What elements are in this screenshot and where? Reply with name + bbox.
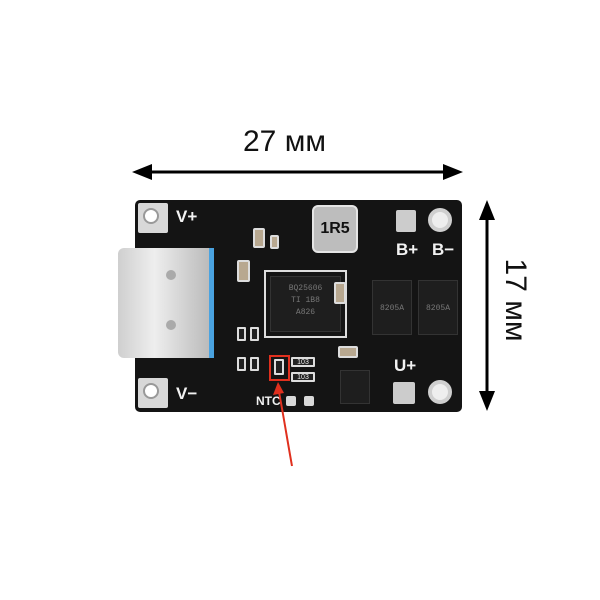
b-minus-hole [428, 208, 452, 232]
width-dimension-label: 27 мм [243, 125, 326, 158]
usb-c-connector [118, 248, 214, 358]
capacitor [253, 228, 265, 248]
resistor [237, 327, 246, 341]
width-dimension-arrow [132, 164, 463, 180]
capacitor [338, 346, 358, 358]
b-plus-pad [396, 210, 416, 232]
resistor [250, 327, 259, 341]
resistor [250, 357, 259, 371]
height-dimension-label: 17 мм [499, 258, 532, 342]
ic-marking-line: TI 1B8 [291, 296, 320, 305]
v-minus-label: V− [176, 384, 198, 403]
u-minus-hole [428, 380, 452, 404]
ntc-label: NTC [256, 394, 281, 408]
resistor-103: 103 [291, 372, 315, 382]
resistor-103: 103 [291, 357, 315, 367]
v-minus-pad [138, 378, 168, 408]
v-plus-pad [138, 203, 168, 233]
mosfet-marking: 8205A [379, 304, 404, 313]
capacitor [270, 235, 279, 249]
u-plus-pad [393, 382, 415, 404]
capacitor [237, 260, 250, 282]
ic-outline [264, 270, 347, 338]
mosfet: 8205A [372, 280, 412, 335]
capacitor [334, 282, 346, 304]
ntc-pad [304, 396, 314, 406]
highlighted-resistor [274, 359, 284, 375]
b-plus-label: B+ [396, 240, 419, 259]
v-plus-label: V+ [176, 207, 198, 226]
charger-ic: BQ25606 TI 1B8 A826 [270, 276, 341, 332]
pointer-arrow [273, 382, 293, 467]
ic-marking-line: A826 [295, 308, 316, 317]
ic-marking-line: BQ25606 [288, 284, 323, 293]
mosfet-marking: 8205A [425, 304, 450, 313]
ntc-pad [286, 396, 296, 406]
sot-transistor [340, 370, 370, 404]
highlight-box [269, 355, 290, 381]
b-minus-label: B− [432, 240, 455, 259]
resistor [237, 357, 246, 371]
inductor: 1R5 [312, 205, 358, 253]
mosfet: 8205A [418, 280, 458, 335]
u-plus-label: U+ [394, 356, 417, 375]
height-dimension-arrow [479, 200, 495, 411]
